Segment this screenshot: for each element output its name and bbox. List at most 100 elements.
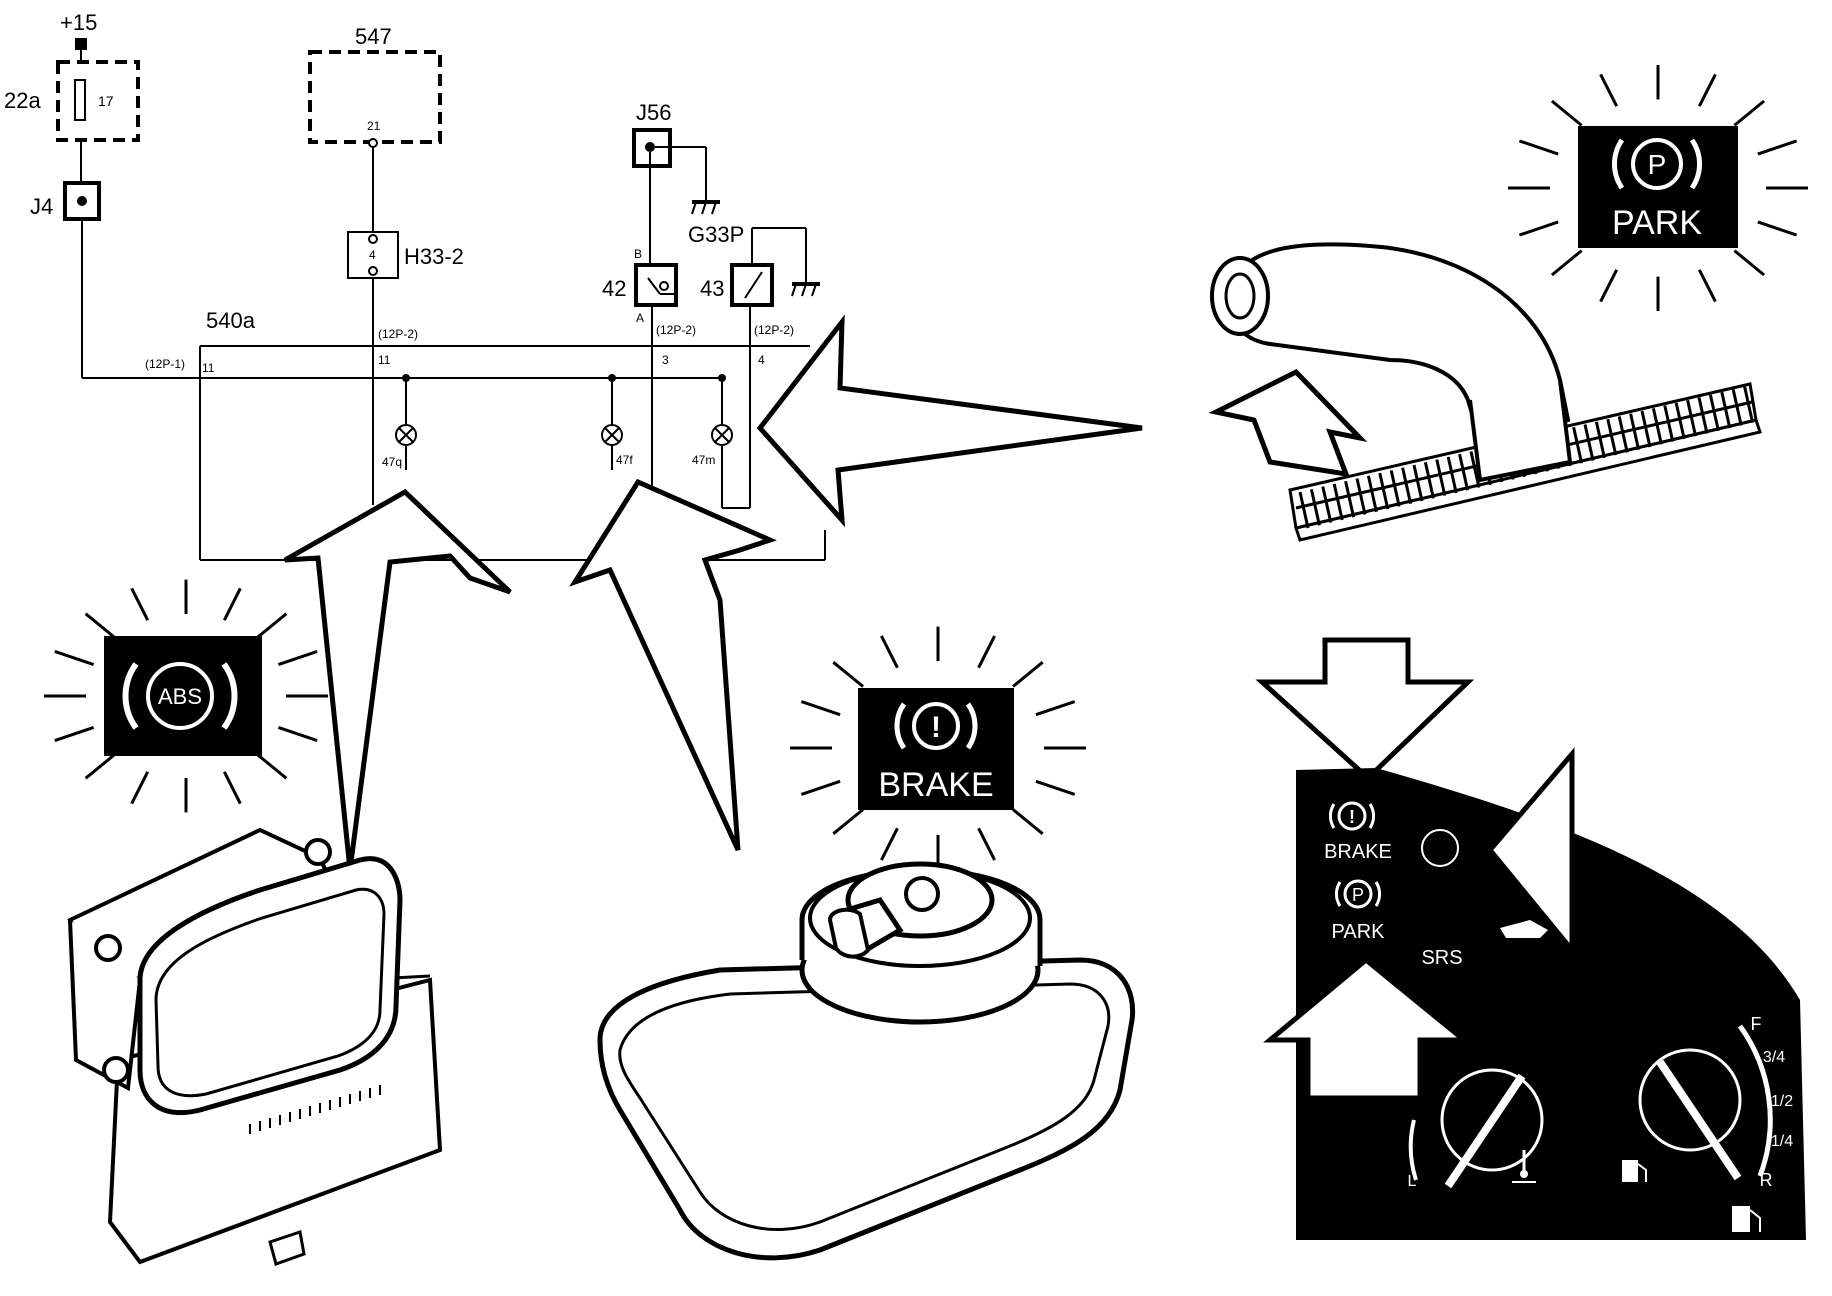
ratchet-tooth — [1321, 486, 1333, 523]
temperature-icon — [1512, 1150, 1536, 1183]
ratchet-tooth — [1743, 386, 1755, 424]
lamp-47m — [711, 424, 733, 446]
abs-warning-light: ABS — [44, 579, 328, 813]
light-ray — [1733, 99, 1766, 127]
ratchet-tooth — [1720, 391, 1732, 429]
fuel-three-quarter-label: 3/4 — [1763, 1049, 1785, 1066]
cluster-abs-icon — [1421, 829, 1459, 867]
light-ray — [130, 771, 150, 805]
light-ray — [1757, 220, 1798, 237]
wiring-schematic: +15 22a 17 J4 547 21 4 H33-2 J56 — [4, 10, 826, 561]
cluster-park-symbol: P — [1352, 885, 1364, 905]
light-ray — [277, 725, 318, 743]
light-ray — [84, 752, 117, 780]
fuel-quarter-label: 1/4 — [1771, 1133, 1793, 1150]
fuel-half-label: 1/2 — [1771, 1093, 1793, 1110]
ratchet-tooth — [1583, 424, 1595, 461]
lamp-47q — [395, 424, 417, 446]
fuse-box-label: 22a — [4, 88, 41, 113]
cluster-left-arrow — [1486, 747, 1636, 957]
ratchet-tooth — [1412, 464, 1424, 502]
ground-symbol-2 — [791, 282, 820, 297]
module-pin-21: 21 — [367, 119, 381, 133]
cluster-srs-label: SRS — [1421, 947, 1462, 969]
fuel-f-label: F — [1751, 1014, 1762, 1034]
lamp-47q-label: 47q — [382, 455, 402, 469]
switch-42-label: 42 — [602, 276, 626, 301]
light-ray — [880, 827, 899, 861]
light-ray — [1757, 139, 1798, 156]
lamp-47f — [601, 424, 623, 446]
brake-light-rays — [790, 626, 1086, 870]
conn-12p2-c: (12P-2) — [754, 323, 794, 337]
light-ray — [1550, 99, 1583, 127]
light-ray — [1550, 249, 1583, 277]
abs-light-rays — [44, 579, 328, 813]
ratchet-tooth — [1309, 488, 1321, 526]
ratchet-tooth — [1663, 405, 1675, 442]
ground-label: G33P — [688, 222, 744, 247]
light-ray — [880, 635, 899, 669]
brake-warning-light: ! BRAKE — [790, 626, 1086, 870]
cluster-brake-symbol: ! — [1349, 807, 1355, 827]
connector-h33-label: H33-2 — [404, 244, 464, 269]
ratchet-tooth — [1435, 459, 1447, 496]
harness-label: 540a — [206, 308, 256, 333]
ratchet-tooth — [1697, 397, 1709, 434]
ratchet-tooth — [1366, 475, 1378, 513]
temp-low-label: L — [1408, 1173, 1417, 1190]
light-ray — [1697, 73, 1717, 107]
light-ray — [1518, 220, 1559, 237]
ratchet-tooth — [1423, 461, 1435, 499]
ratchet-tooth — [1606, 418, 1618, 456]
park-light-rays — [1508, 65, 1808, 311]
ratchet-tooth — [1298, 491, 1310, 529]
cluster-park-label: PARK — [1332, 921, 1386, 943]
light-ray — [84, 612, 117, 640]
arrow-from-handbrake — [756, 314, 1143, 528]
ratchet-tooth — [1458, 453, 1470, 491]
light-ray — [54, 725, 95, 743]
light-ray — [800, 779, 841, 796]
brake-symbol: ! — [931, 711, 941, 744]
fuse — [74, 79, 86, 121]
handbrake-lever — [1226, 242, 1571, 443]
junction-j56-label: J56 — [636, 100, 671, 125]
lamp-47f-label: 47f — [616, 453, 633, 467]
ratchet-tooth — [1731, 389, 1743, 426]
light-ray — [1035, 779, 1076, 796]
pin-4: 4 — [758, 353, 765, 367]
pin-3: 3 — [662, 353, 669, 367]
conn-12p2-a: (12P-2) — [378, 327, 418, 341]
ratchet-tooth — [1469, 451, 1481, 488]
ratchet-tooth — [1674, 402, 1686, 440]
fluid-level-sensor — [904, 876, 940, 912]
cluster-up-arrow — [1263, 956, 1472, 1101]
ratchet-tooth — [1708, 394, 1720, 432]
fuse-number: 17 — [98, 93, 114, 109]
ratchet-tooth — [1355, 478, 1367, 515]
light-ray — [832, 661, 864, 688]
fuel-pump-icon-2 — [1732, 1206, 1761, 1232]
connector-h33-pin: 4 — [369, 248, 376, 262]
pin-11-a: 11 — [202, 361, 215, 375]
park-symbol: P — [1648, 149, 1667, 180]
fuel-needle — [1656, 1059, 1742, 1181]
light-ray — [977, 635, 996, 669]
abs-label: ABS — [158, 684, 202, 709]
cluster-brake-label: BRAKE — [1324, 841, 1392, 863]
temperature-needle — [1444, 1073, 1526, 1189]
arrow-to-cluster — [1255, 637, 1475, 782]
light-ray — [130, 587, 150, 621]
oil-can-icon — [1500, 920, 1548, 938]
ratchet-tooth — [1332, 483, 1344, 521]
abs-modulator-illustration — [67, 827, 443, 1266]
ratchet-tooth — [1572, 426, 1584, 464]
arrow-from-abs — [283, 488, 512, 871]
conn-12p2-b: (12P-2) — [656, 323, 696, 337]
light-ray — [1012, 661, 1044, 688]
light-ray — [277, 649, 318, 667]
brake-fluid-reservoir-illustration — [597, 861, 1136, 1261]
light-ray — [222, 587, 242, 621]
